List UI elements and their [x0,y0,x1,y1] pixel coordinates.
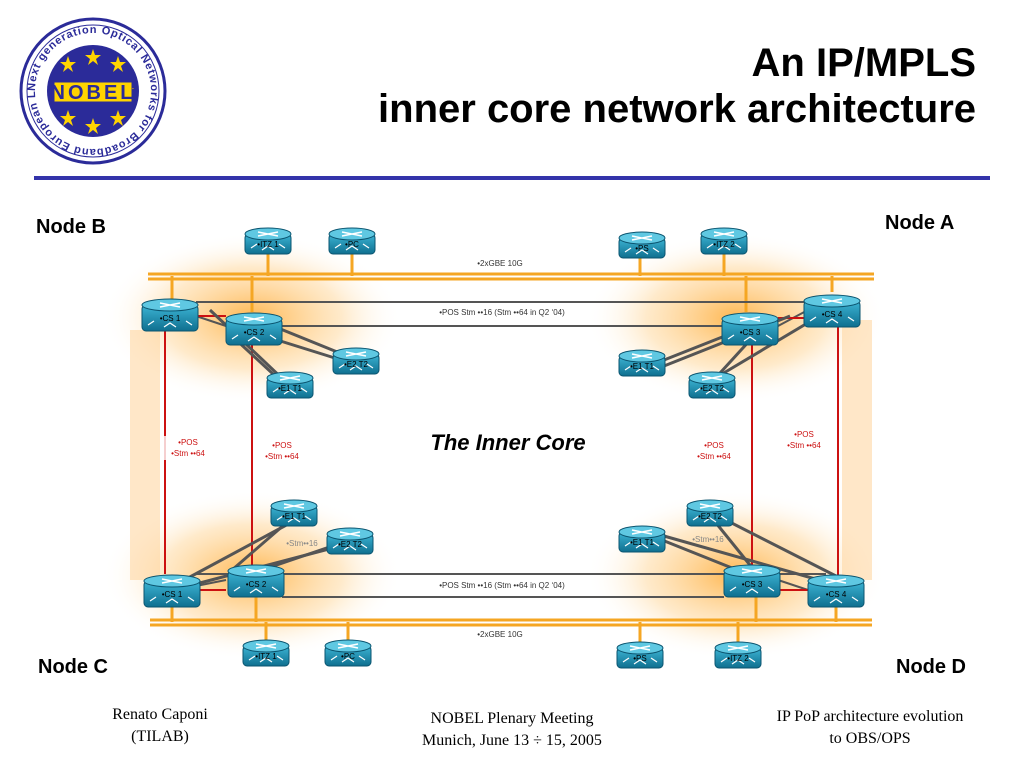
pos-right-inner-2: •Stm ••64 [697,452,731,461]
router-label: •CS 2 [244,328,265,337]
router-a-e2t2: •E2 T2 [688,371,736,399]
inner-core-label: The Inner Core [430,430,585,455]
pos-left-inner-2: •Stm ••64 [265,452,299,461]
router-label: •PS [633,654,646,663]
stm16-right-label: •Stm••16 [692,535,724,544]
router-c-e1t1: •E1 T1 [270,499,318,527]
top-trunk-label: •POS Stm ••16 (Stm ••64 in Q2 ‘04) [439,308,565,317]
node-c-label: Node C [38,656,108,678]
pos-right-inner-1: •POS [704,441,724,450]
router-label: •E1 T1 [282,512,307,521]
router-label: •PC [345,240,359,249]
router-label: •PC [341,652,355,661]
footer-meeting: NOBEL Plenary Meeting [430,710,594,727]
node-b-label: Node B [36,216,106,238]
footer-right: IP PoP architecture evolution to OBS/OPS [740,706,1000,750]
bottom-bus-label: •2xGBE 10G [477,630,523,639]
gbe-buses [148,252,874,644]
router-label: •CS 1 [162,590,183,599]
router-label: •E1 T1 [630,362,655,371]
router-label: •CS 4 [826,590,847,599]
router-label: •E2 T2 [344,360,369,369]
footer-date: Munich, June 13 ÷ 15, 2005 [422,732,602,749]
pos-left-outer-1: •POS [178,438,198,447]
pos-right-outer-1: •POS [794,430,814,439]
router-b-e1t1: •E1 T1 [266,371,314,399]
router-a-cs3: •CS 3 [721,312,779,346]
link-labels: •2xGBE 10G •2xGBE 10G •POS Stm ••16 (Stm… [286,259,724,639]
stm16-left-label: •Stm••16 [286,539,318,548]
router-d-cs3: •CS 3 [723,564,781,598]
edge-links [187,308,837,586]
top-bus-label: •2xGBE 10G [477,259,523,268]
router-b-cs2: •CS 2 [225,312,283,346]
routers: •ITZ 1 •PC •CS 1 •CS 2 •E2 T2 •E1 T1 •PS •ITZ 2… [141,227,865,669]
router-label: •CS 1 [160,314,181,323]
router-label: •CS 2 [246,580,267,589]
router-label: •E2 T2 [700,384,725,393]
router-label: •ITZ 2 [727,654,749,663]
footer-author: Renato Caponi [112,706,208,723]
router-d-itz2: •ITZ 2 [714,641,762,669]
router-a-cs4: •CS 4 [803,294,861,328]
slide-title: An IP/MPLS inner core network architectu… [378,40,976,132]
router-a-ps: •PS [618,231,666,259]
router-c-e2t2: •E2 T2 [326,527,374,555]
footer-center: NOBEL Plenary Meeting Munich, June 13 ÷ … [362,708,662,752]
router-label: •E1 T1 [630,538,655,547]
router-label: •ITZ 2 [713,240,735,249]
title-divider [34,176,990,180]
title-line-1: An IP/MPLS [751,41,976,85]
pos-left-outer-2: •Stm ••64 [171,449,205,458]
node-a-label: Node A [885,212,955,234]
router-label: •ITZ 1 [255,652,277,661]
router-label: •E2 T2 [698,512,723,521]
router-c-cs1: •CS 1 [143,574,201,608]
pos-labels: •POS •Stm ••64 •POS •Stm ••64 •POS •Stm … [160,428,830,462]
router-d-e2t2: •E2 T2 [686,499,734,527]
router-b-itz1: •ITZ 1 [244,227,292,255]
router-c-pc: •PC [324,639,372,667]
footer-topic-1: IP PoP architecture evolution [776,708,964,725]
router-c-itz1: •ITZ 1 [242,639,290,667]
bottom-trunk-label: •POS Stm ••16 (Stm ••64 in Q2 ‘04) [439,581,565,590]
router-label: •CS 3 [740,328,761,337]
logo-center-text: NOBEL [51,82,136,104]
router-d-ps: •PS [616,641,664,669]
footer-topic-2: to OBS/OPS [829,730,911,747]
title-line-2: inner core network architecture [378,87,976,131]
router-a-e1t1: •E1 T1 [618,349,666,377]
router-label: •E2 T2 [338,540,363,549]
router-b-e2t2: •E2 T2 [332,347,380,375]
pos-links [164,315,839,591]
router-d-e1t1: •E1 T1 [618,525,666,553]
footer-left: Renato Caponi (TILAB) [80,704,240,748]
router-label: •ITZ 1 [257,240,279,249]
footer-affiliation: (TILAB) [131,728,189,745]
nobel-logo: Next generation Optical Networks for Bro… [18,16,167,165]
trunk-links [195,301,826,598]
router-label: •CS 4 [822,310,843,319]
router-b-cs1: •CS 1 [141,298,199,332]
router-c-cs2: •CS 2 [227,564,285,598]
router-b-pc: •PC [328,227,376,255]
node-d-label: Node D [896,656,966,678]
router-a-itz2: •ITZ 2 [700,227,748,255]
pos-right-outer-2: •Stm ••64 [787,441,821,450]
pos-left-inner-1: •POS [272,441,292,450]
router-label: •E1 T1 [278,384,303,393]
router-label: •PS [635,244,648,253]
router-d-cs4: •CS 4 [807,574,865,608]
router-label: •CS 3 [742,580,763,589]
